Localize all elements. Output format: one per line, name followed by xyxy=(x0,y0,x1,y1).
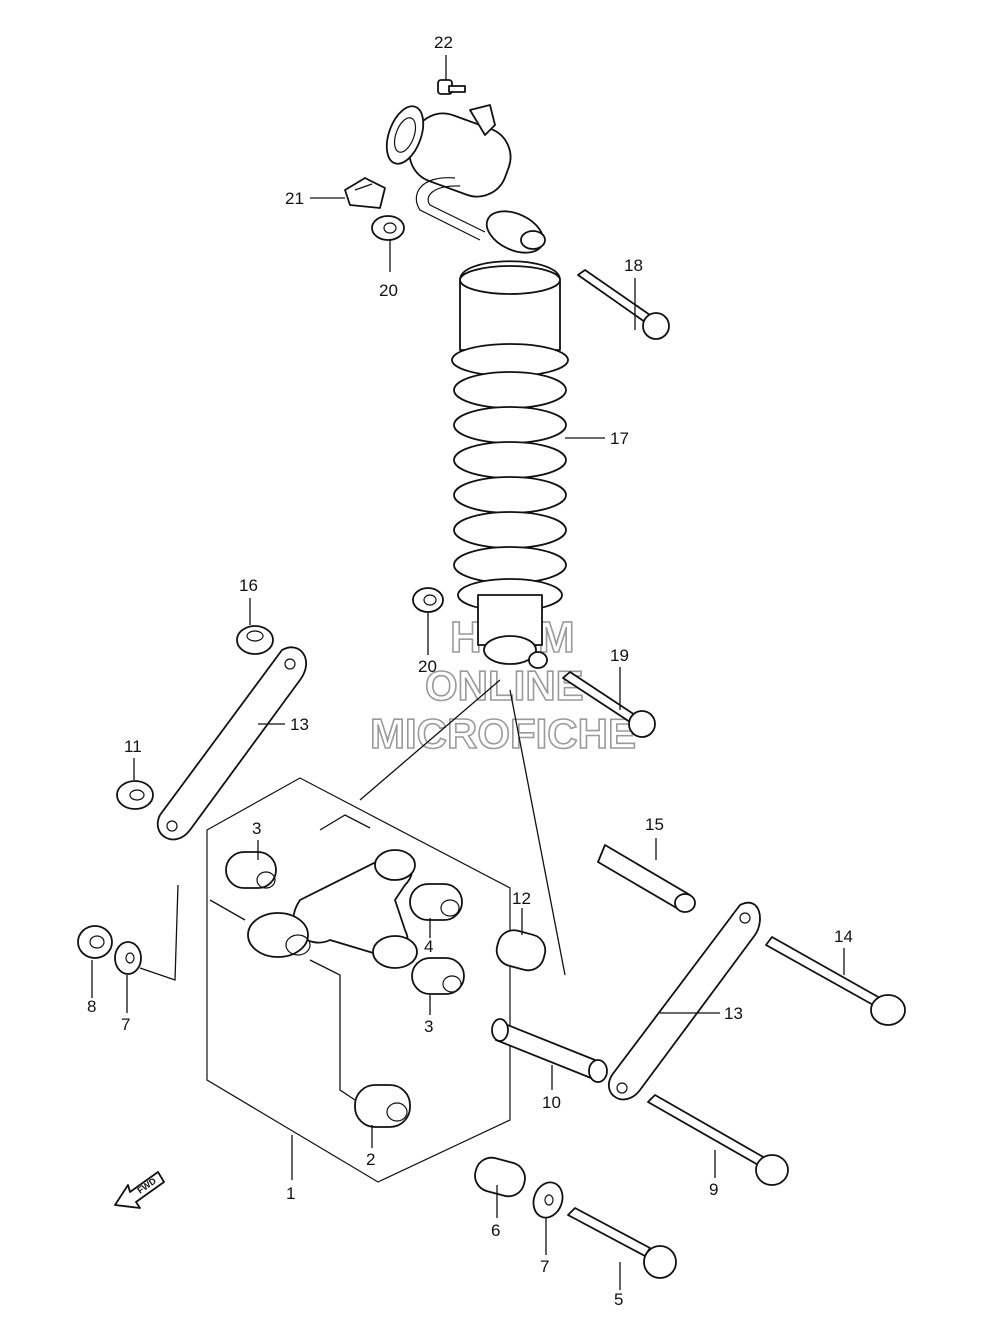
callout-16: 16 xyxy=(239,576,258,595)
callout-17: 17 xyxy=(610,429,629,448)
watermark-line2: ONLINE xyxy=(425,662,584,709)
spacer-10 xyxy=(491,1018,608,1083)
callout-3-lower: 3 xyxy=(424,1017,433,1036)
bearing-2 xyxy=(354,1084,411,1128)
callout-numbers: 22 21 20 18 17 16 20 19 13 11 3 15 12 4 … xyxy=(87,33,853,1309)
callout-21: 21 xyxy=(285,189,304,208)
callout-12: 12 xyxy=(512,889,531,908)
bearing-4 xyxy=(409,883,463,921)
rear-shock-absorber xyxy=(385,104,569,669)
washer-7-right xyxy=(532,1181,564,1219)
callout-1: 1 xyxy=(286,1184,295,1203)
cushion-lever-assembly-1 xyxy=(206,777,511,1183)
callout-7-left: 7 xyxy=(121,1015,130,1034)
nut-8 xyxy=(77,925,113,959)
callout-4: 4 xyxy=(424,937,433,956)
callout-22: 22 xyxy=(434,33,453,52)
bearing-3-lower xyxy=(411,957,465,995)
bolt-18 xyxy=(577,269,670,340)
callout-20-top: 20 xyxy=(379,281,398,300)
callout-11: 11 xyxy=(124,737,142,756)
pin-15 xyxy=(597,844,696,913)
callout-20-bottom: 20 xyxy=(418,657,437,676)
callout-7-right: 7 xyxy=(540,1257,549,1276)
cushion-rod-13-left xyxy=(157,646,307,841)
screw-22 xyxy=(437,79,466,95)
bushing-16 xyxy=(236,625,274,655)
leader-lines xyxy=(91,55,845,1290)
bolt-19 xyxy=(562,671,656,738)
forward-arrow-icon: FWD xyxy=(114,1171,165,1209)
cushion-rod-13-right xyxy=(608,902,761,1101)
clamp-21 xyxy=(344,177,386,209)
bolt-9 xyxy=(647,1094,789,1186)
callout-5: 5 xyxy=(614,1290,623,1309)
bolt-14 xyxy=(765,936,906,1026)
nut-20-top xyxy=(371,215,405,241)
callout-13-left: 13 xyxy=(290,715,309,734)
callout-19: 19 xyxy=(610,646,629,665)
spacer-12 xyxy=(495,929,547,972)
watermark-line3: MICROFICHE xyxy=(370,710,636,757)
spacer-6 xyxy=(474,1156,526,1198)
callout-3-upper: 3 xyxy=(252,819,261,838)
bolt-5 xyxy=(567,1207,677,1279)
callout-15: 15 xyxy=(645,815,664,834)
callout-14: 14 xyxy=(834,927,853,946)
callout-6: 6 xyxy=(491,1221,500,1240)
callout-18: 18 xyxy=(624,256,643,275)
bearing-3-upper xyxy=(225,851,277,889)
nut-20-bottom xyxy=(412,587,444,613)
callout-10: 10 xyxy=(542,1093,561,1112)
washer-7-left xyxy=(114,941,142,975)
callout-2: 2 xyxy=(366,1150,375,1169)
callout-9: 9 xyxy=(709,1180,718,1199)
callout-13-right: 13 xyxy=(724,1004,743,1023)
nut-11 xyxy=(116,780,154,810)
callout-8: 8 xyxy=(87,997,96,1016)
